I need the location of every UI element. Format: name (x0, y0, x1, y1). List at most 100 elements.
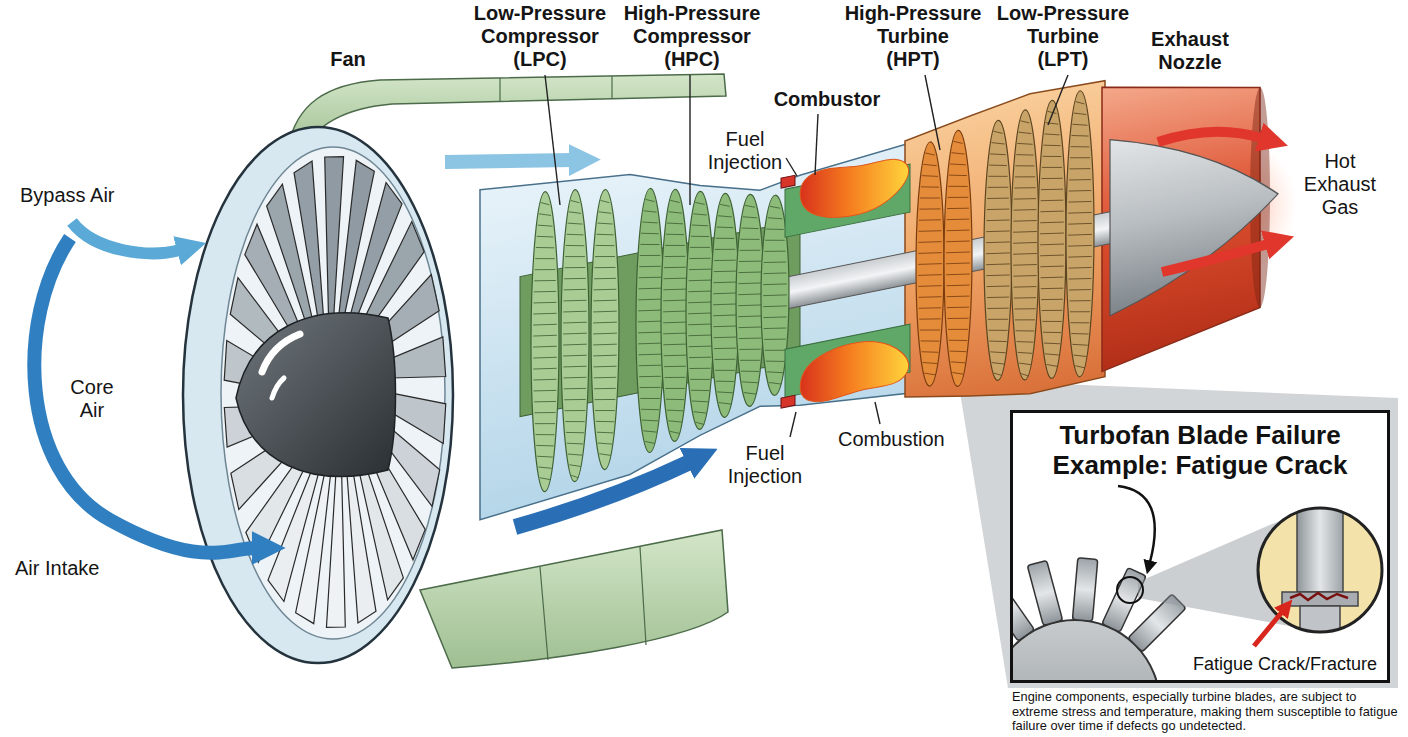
rotor-blade (664, 274, 687, 283)
rotor-blade (987, 194, 1009, 202)
crack-pointer (1254, 612, 1282, 646)
rotor-blade (1044, 340, 1060, 347)
rotor-blade (1042, 306, 1063, 314)
rotor-blade (1041, 196, 1064, 205)
rotor-blade (535, 255, 555, 263)
rotor-blade (593, 340, 617, 349)
hpc-stage (661, 187, 689, 445)
rotor-blade (638, 328, 662, 337)
rotor-blade (1019, 361, 1031, 367)
rotor-blade (1069, 165, 1090, 173)
rotor-blade (1013, 238, 1037, 247)
leader-line (925, 75, 940, 150)
rotor-blade (689, 276, 712, 285)
rotor-blade (1041, 273, 1064, 282)
rotor-blade (990, 151, 1006, 158)
rotor-blade (993, 129, 1002, 135)
rotor-blade (1013, 227, 1037, 236)
rotor-blade (946, 259, 970, 268)
rotor-blade (563, 351, 587, 360)
turbine-blade (1013, 579, 1034, 641)
inset-panel: Turbofan Blade Failure Example: Fatigue … (1010, 410, 1390, 683)
blade-platform (1282, 592, 1358, 606)
rotor-blade (765, 236, 785, 244)
rotor-blade (770, 204, 780, 210)
rotor-blade (919, 315, 940, 323)
rotor-blade (1040, 262, 1063, 271)
rotor-blade (1040, 218, 1064, 227)
rotor-blade (569, 462, 580, 468)
rotor-blade (670, 198, 679, 204)
rotor-blade (593, 318, 617, 327)
turbine-blade (1072, 558, 1097, 622)
rotor-blade (1072, 121, 1087, 128)
rotor-blade (689, 342, 712, 351)
rotor-blade (1075, 364, 1085, 370)
label-line: Nozzle (1151, 51, 1229, 74)
label-line: Compressor (624, 25, 761, 48)
magnifier-ring (1258, 508, 1382, 632)
lpc-stage (561, 187, 589, 485)
rotor-blade (594, 274, 616, 282)
rotor-blade (1043, 329, 1061, 337)
rotor-blade (539, 211, 551, 217)
rotor-blade (595, 407, 615, 415)
rotor-blade (1047, 362, 1058, 368)
cowl-seam (540, 567, 548, 660)
rotor-blade (1021, 119, 1030, 125)
rotor-blade (988, 172, 1007, 180)
rotor-blade (919, 205, 940, 213)
rotor-blade (534, 397, 556, 405)
rotor-blade (639, 262, 661, 270)
rotor-blade (918, 249, 942, 258)
rotor-blade (1040, 251, 1064, 260)
lpc-stage (531, 189, 559, 495)
label-line: Gas (1304, 196, 1376, 219)
rotor-blade (642, 417, 658, 424)
rotor-blade (764, 335, 786, 343)
label-line: Turbine (997, 25, 1129, 48)
label-line: Air (70, 399, 113, 422)
rotor-blade (918, 238, 941, 247)
rotor-blade (763, 280, 787, 289)
rotor-blade (738, 312, 762, 321)
rotor-blade (645, 439, 655, 445)
rotor-blade (688, 320, 712, 329)
rotor-blade (921, 183, 939, 191)
rotor-blade (564, 274, 586, 282)
rotor-blade (688, 309, 712, 318)
rotor-blade (1019, 130, 1032, 137)
rotor-blade (1076, 100, 1085, 106)
rotor-blade (1015, 173, 1035, 181)
rotor-blade (988, 183, 1009, 191)
rotor-blade (567, 231, 584, 238)
rotor-blade (951, 150, 964, 157)
rotor-blade (664, 351, 687, 360)
rotor-blade (738, 290, 762, 299)
rotor-blade (947, 303, 969, 311)
rotor-blade (665, 384, 685, 392)
rotor-blade (691, 387, 709, 395)
label-line: Compressor (474, 25, 606, 48)
part-label: High-Pressure Turbine (HPT) (845, 2, 982, 71)
rotor-blade (534, 276, 556, 284)
rotor-blade (740, 246, 761, 254)
rotor-blade (593, 296, 616, 305)
leader-line (1048, 75, 1068, 125)
rotor-blade (738, 323, 761, 332)
rotor-blade (715, 245, 735, 253)
rotor-blade (764, 247, 785, 255)
rotor-blade (568, 451, 582, 458)
rotor-blade (717, 389, 732, 396)
spinner-mark (262, 334, 300, 372)
rotor-blade (1071, 330, 1088, 337)
rotor-blade (947, 314, 968, 322)
rotor-blade (1074, 352, 1087, 359)
rotor-blade (719, 400, 731, 406)
rotor-blade (597, 220, 612, 227)
rotor-blade (533, 342, 557, 351)
rotor-blade (922, 348, 939, 355)
rotor-blade (596, 418, 614, 426)
rotor-blade (1040, 229, 1064, 238)
rotor-blade (692, 222, 708, 229)
